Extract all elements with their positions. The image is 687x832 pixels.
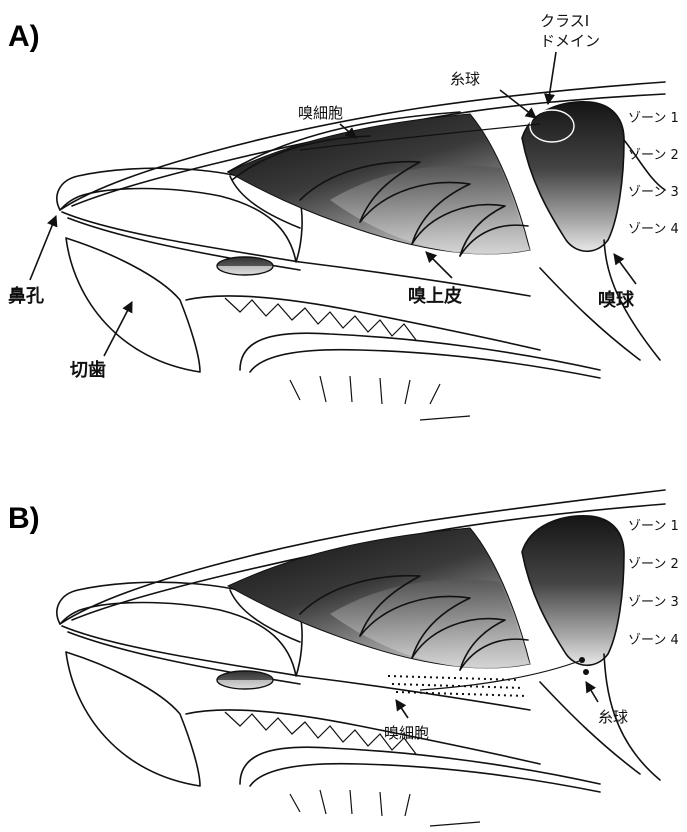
glomerulus-arrow-b bbox=[586, 682, 598, 702]
olfactory-epithelium-a bbox=[228, 112, 530, 256]
zone-4-label-a: ゾーン 4 bbox=[628, 222, 679, 237]
olfactory-epithelium-label: 嗅上皮 bbox=[408, 285, 462, 307]
olfactory-epithelium-b bbox=[228, 528, 530, 696]
panel-b-letter: B) bbox=[8, 502, 40, 535]
olfactory-cell-arrow-b bbox=[396, 700, 408, 718]
panel-b: B) bbox=[8, 490, 679, 826]
olfactory-epithelium-arrow bbox=[426, 252, 452, 278]
class1-domain-label-line2: ドメイン bbox=[540, 32, 600, 50]
glomerulus-label-a: 糸球 bbox=[450, 70, 480, 88]
class1-domain-arrow bbox=[548, 52, 556, 104]
zone-2-label-a: ゾーン 2 bbox=[628, 148, 679, 163]
panel-a: A) bbox=[8, 12, 679, 420]
zone-3-label-a: ゾーン 3 bbox=[628, 185, 679, 200]
olfactory-cell-label-b: 嗅細胞 bbox=[384, 724, 429, 742]
zone-1-label-b: ゾーン 1 bbox=[628, 519, 679, 534]
nostril-arrow bbox=[30, 216, 56, 280]
zone-3-label-b: ゾーン 3 bbox=[628, 595, 679, 610]
nostril-label: 鼻孔 bbox=[8, 285, 44, 307]
class1-domain-label-line1: クラスⅠ bbox=[540, 12, 589, 30]
glomerulus-label-b: 糸球 bbox=[598, 708, 628, 726]
panel-a-letter: A) bbox=[8, 20, 40, 53]
zone-4-label-b: ゾーン 4 bbox=[628, 633, 679, 648]
zone-2-label-b: ゾーン 2 bbox=[628, 557, 679, 572]
zone-1-label-a: ゾーン 1 bbox=[628, 111, 679, 126]
olfactory-bulb-arrow bbox=[614, 254, 636, 284]
olfactory-cell-label-a: 嗅細胞 bbox=[298, 104, 343, 122]
incisor-arrow bbox=[104, 302, 132, 356]
olfactory-bulb-label: 嗅球 bbox=[598, 289, 635, 311]
incisor-label: 切歯 bbox=[70, 359, 106, 381]
